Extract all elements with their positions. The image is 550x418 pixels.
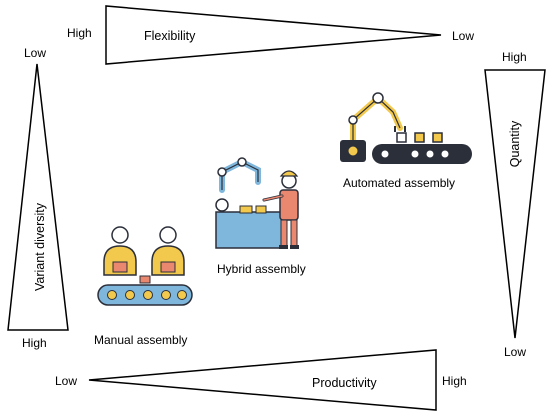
quantity-low-label: Low: [504, 345, 527, 359]
productivity-high-label: High: [442, 374, 467, 388]
quantity-high-label: High: [502, 50, 527, 64]
manual-assembly-label: Manual assembly: [94, 333, 188, 347]
productivity-wedge: [88, 349, 437, 411]
flexibility-wedge: [105, 5, 442, 65]
variant-diversity-low-label: Low: [24, 46, 47, 60]
productivity-title: Productivity: [312, 376, 377, 390]
variant-diversity-wedge: [7, 63, 69, 331]
hybrid-assembly-label: Hybrid assembly: [217, 262, 306, 276]
productivity-low-label: Low: [55, 374, 78, 388]
flexibility-low-label: Low: [452, 29, 475, 43]
flexibility-high-label: High: [67, 26, 92, 40]
flexibility-title: Flexibility: [144, 29, 196, 43]
quantity-wedge: [484, 69, 546, 339]
variant-diversity-high-label: High: [22, 336, 47, 350]
automated-assembly-label: Automated assembly: [343, 176, 456, 190]
